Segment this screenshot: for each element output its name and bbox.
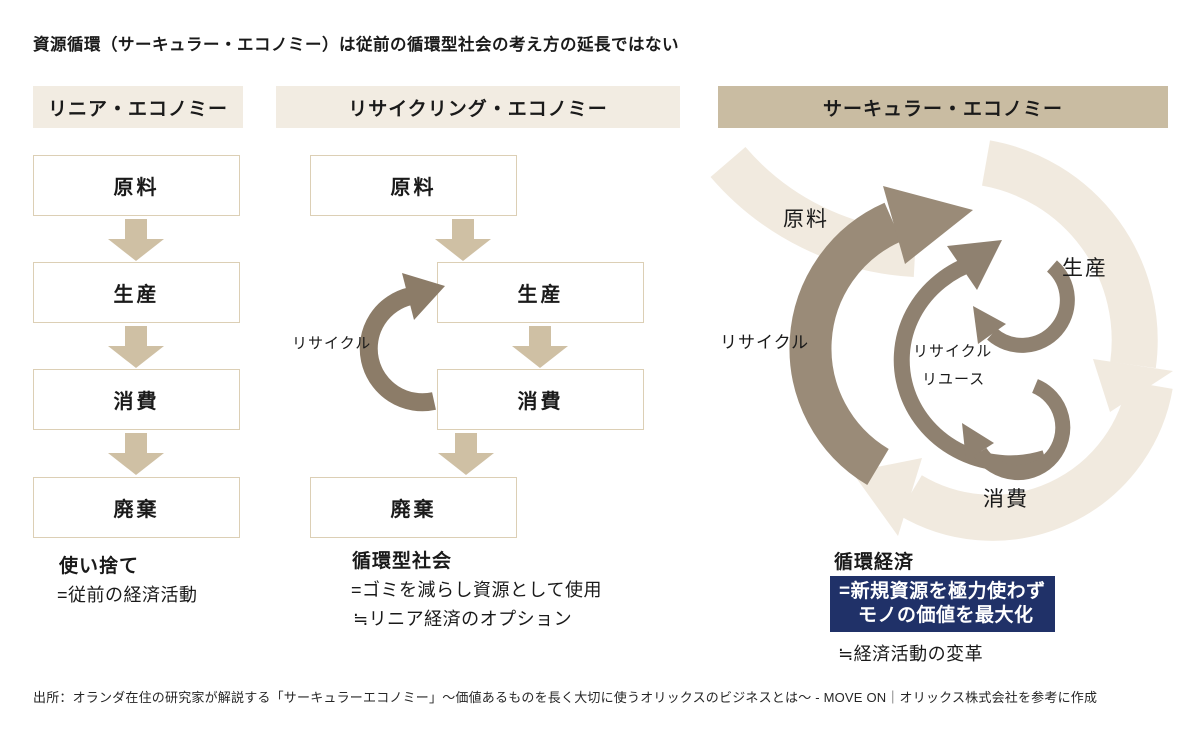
circular-label-material: 原料: [783, 208, 829, 231]
circular-highlight-box: =新規資源を極力使わず モノの価値を最大化: [830, 576, 1055, 632]
source-note: 出所：オランダ在住の研究家が解説する「サーキュラーエコノミー」～価値あるものを長…: [33, 690, 1098, 705]
down-arrow-icon: [438, 433, 494, 475]
linear-step-disposal: 廃棄: [33, 477, 240, 538]
circular-highlight-line1: =新規資源を極力使わず: [839, 581, 1046, 602]
linear-caption-title: 使い捨て: [59, 556, 140, 577]
linear-step-production: 生産: [33, 262, 240, 323]
down-arrow-icon: [108, 219, 164, 261]
big-recycle-arrowhead: [883, 186, 973, 264]
recycling-step-consumption: 消費: [437, 369, 644, 430]
recycling-step-material: 原料: [310, 155, 517, 216]
circular-label-recycle-outer: リサイクル: [720, 333, 810, 352]
recycling-loop-label: リサイクル: [292, 335, 372, 352]
down-arrow-icon: [108, 326, 164, 368]
circular-caption-title: 循環経済: [834, 552, 915, 573]
cycle-light-arc-right: [981, 140, 1158, 369]
cycle-light-arc-bottom: [898, 380, 1173, 541]
page-title: 資源循環（サーキュラー・エコノミー）は従前の循環型社会の考え方の延長ではない: [33, 36, 679, 54]
linear-step-material: 原料: [33, 155, 240, 216]
small-loop-consumption-arrowhead: [962, 423, 994, 461]
inner-recycle-arrowhead: [947, 240, 1002, 290]
circular-caption-line1: ≒経済活動の変革: [838, 644, 984, 664]
recycling-step-production: 生産: [437, 262, 644, 323]
recycling-caption-title: 循環型社会: [352, 551, 453, 572]
cycle-light-arc-top: [710, 146, 917, 277]
circular-label-reuse: リユース: [922, 371, 986, 388]
header-recycling-economy: リサイクリング・エコノミー: [276, 86, 680, 128]
small-loop-production-arrowhead: [973, 306, 1006, 344]
down-arrow-icon: [435, 219, 491, 261]
down-arrow-icon: [512, 326, 568, 368]
linear-caption-line: =従前の経済活動: [57, 585, 198, 605]
circular-economy-cycle-diagram: [710, 140, 1173, 541]
header-linear-economy: リニア・エコノミー: [33, 86, 243, 128]
small-loop-consumption: [973, 379, 1071, 481]
circular-label-recycle-inner: リサイクル: [913, 343, 993, 360]
circular-highlight-line2: モノの価値を最大化: [858, 605, 1034, 626]
down-arrow-icon: [108, 433, 164, 475]
recycle-loop-arrow-icon: [359, 273, 445, 412]
linear-step-consumption: 消費: [33, 369, 240, 430]
recycling-caption-line1: =ゴミを減らし資源として使用: [351, 580, 602, 600]
circular-label-production: 生産: [1062, 257, 1108, 280]
header-circular-economy: サーキュラー・エコノミー: [718, 86, 1168, 128]
recycling-caption-line2: ≒リニア経済のオプション: [353, 609, 573, 629]
small-loop-production: [987, 260, 1075, 353]
big-recycle-arrow: [789, 202, 902, 486]
recycling-step-disposal: 廃棄: [310, 477, 517, 538]
circular-label-consumption: 消費: [983, 488, 1029, 511]
